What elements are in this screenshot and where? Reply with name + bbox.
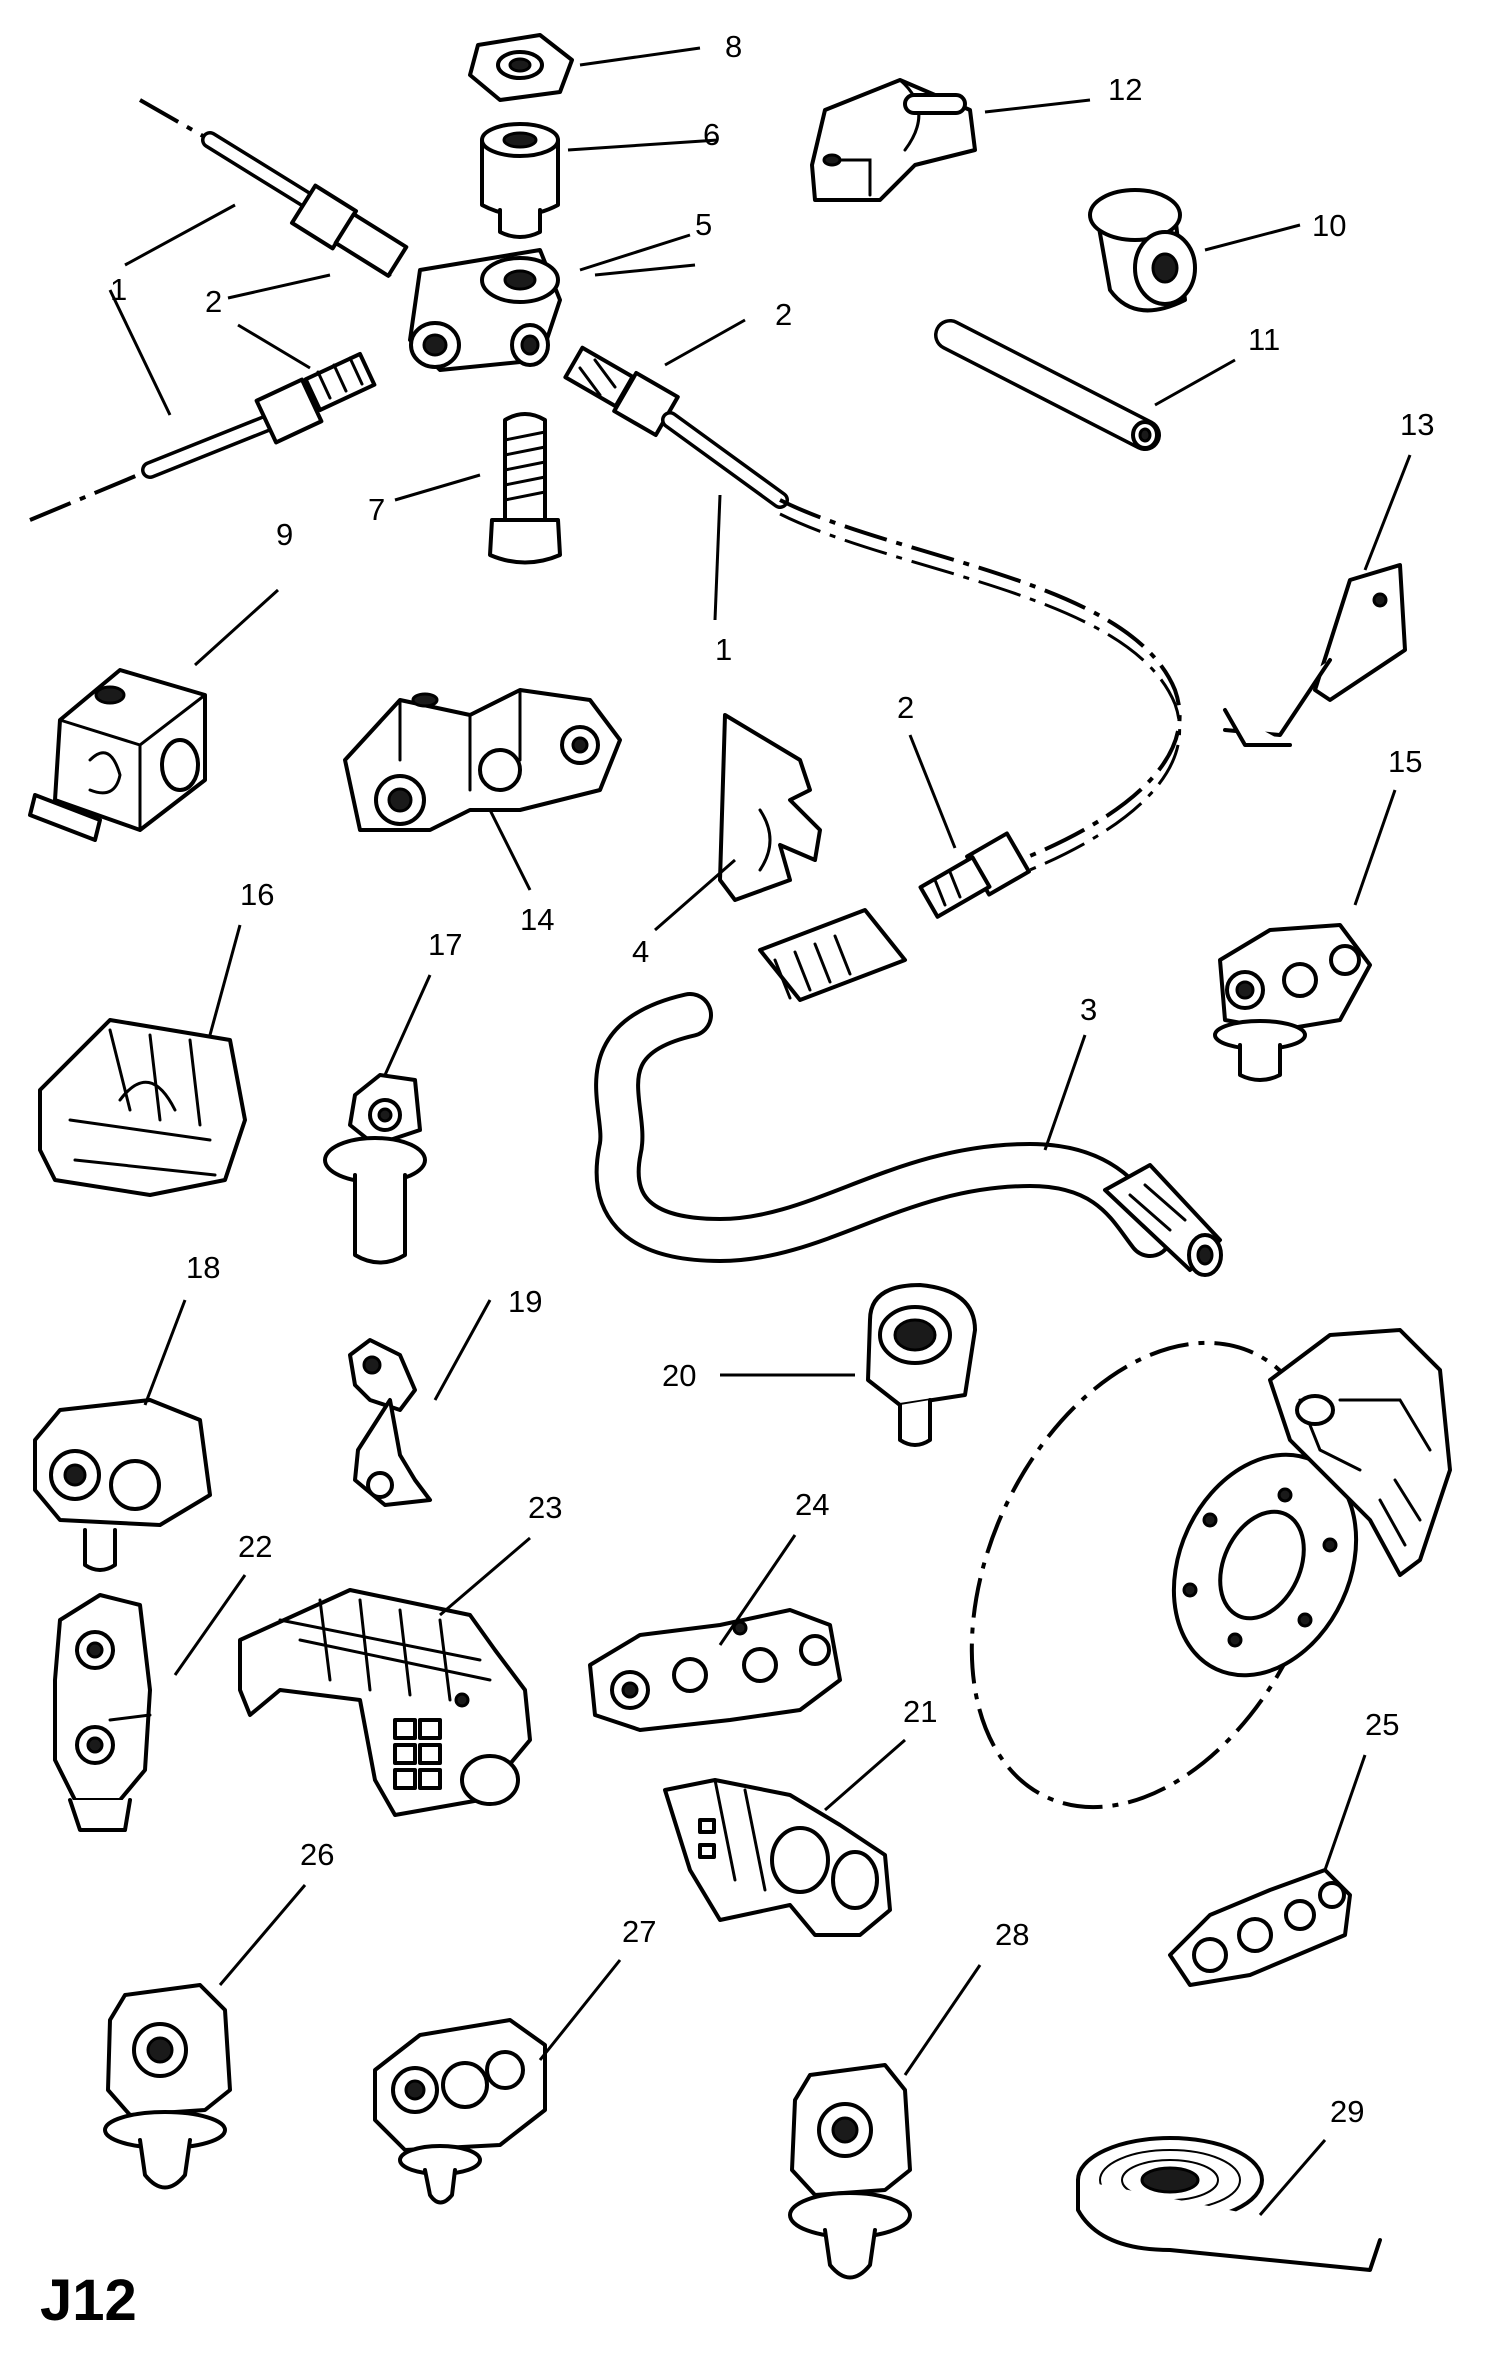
clip-with-peg: [33, 1398, 212, 1572]
callout-26: 26: [300, 1837, 334, 1872]
callout-2b: 2: [775, 297, 792, 332]
union-nut-lower-left: [254, 351, 377, 445]
multi-way-clip-block: [238, 1588, 532, 1817]
quad-pipe-clip: [588, 1608, 842, 1732]
bleed-cap: [480, 122, 560, 239]
callout-17: 17: [428, 927, 462, 962]
callout-16: 16: [240, 877, 274, 912]
bracket-clamp: [810, 78, 977, 202]
brake-tee-piece: [408, 248, 562, 372]
callout-19: 19: [508, 1284, 542, 1319]
hose-retaining-clip: [718, 713, 822, 902]
union-nut-upper-left: [289, 183, 409, 278]
callout-10: 10: [1312, 208, 1346, 243]
brake-pipe-lower-left: [29, 411, 284, 522]
callout-27: 27: [622, 1914, 656, 1949]
callout-8: 8: [725, 29, 742, 64]
callout-2a: 2: [205, 284, 222, 319]
callout-2c: 2: [897, 690, 914, 725]
callout-22: 22: [238, 1529, 272, 1564]
callout-1b: 1: [715, 632, 732, 667]
callout-11: 11: [1248, 322, 1280, 357]
flexible-brake-hose: [594, 908, 1223, 1277]
callout-14: 14: [520, 902, 554, 937]
callout-18: 18: [186, 1250, 220, 1285]
leader-lines: [108, 46, 1412, 2216]
callout-23: 23: [528, 1490, 562, 1525]
ribbed-pipe-clip: [663, 1778, 892, 1937]
brake-caliper: [1268, 1328, 1452, 1577]
loop-clip: [866, 1283, 977, 1447]
callout-15: 15: [1388, 744, 1422, 779]
offset-pipe-clip: [348, 1338, 432, 1507]
single-clip-push-fastener-a: [103, 1983, 232, 2190]
tape-roll: [1076, 2136, 1382, 2272]
callout-3: 3: [1080, 992, 1097, 1027]
stacked-pipe-clip: [53, 1593, 152, 1832]
callout-28: 28: [995, 1917, 1029, 1952]
twin-clip-with-stud: [1213, 923, 1372, 1082]
triple-pipe-clip: [343, 688, 622, 832]
double-pipe-clip: [28, 668, 207, 842]
callout-13: 13: [1400, 407, 1434, 442]
callout-6: 6: [703, 117, 720, 152]
callout-5: 5: [695, 207, 712, 242]
callout-numbers: 1 1 2 2 2 3 4 5 6 7 8 9 10 11 12 13 14 1…: [110, 29, 1434, 2129]
hex-nut: [468, 33, 574, 102]
callout-24: 24: [795, 1487, 829, 1522]
brake-pipe-upper-left: [139, 98, 324, 214]
rubber-bush: [1088, 188, 1197, 313]
callout-12: 12: [1108, 72, 1142, 107]
callout-9: 9: [276, 517, 293, 552]
union-nut-hose-end: [918, 831, 1031, 919]
multi-pipe-clip: [38, 1018, 247, 1197]
quad-row-clip: [1168, 1868, 1352, 1987]
callout-7: 7: [368, 492, 385, 527]
union-nut-right-of-tee: [563, 345, 680, 438]
callout-25: 25: [1365, 1707, 1399, 1742]
bolt: [488, 412, 562, 565]
page-code: J12: [40, 2268, 137, 2333]
rubber-tube: [934, 319, 1161, 451]
spring-clip-bracket: [1223, 563, 1407, 747]
single-clip-with-base: [323, 1073, 427, 1265]
callout-20: 20: [662, 1358, 696, 1393]
callout-21: 21: [903, 1694, 937, 1729]
brake-pipe-to-hose: [661, 411, 1182, 876]
callout-29: 29: [1330, 2094, 1364, 2129]
callout-4: 4: [632, 934, 649, 969]
callout-1a: 1: [110, 272, 127, 307]
single-clip-push-fastener-b: [788, 2063, 912, 2280]
brake-disc: [969, 1340, 1359, 1810]
twin-clip-push-fastener: [373, 2018, 547, 2205]
